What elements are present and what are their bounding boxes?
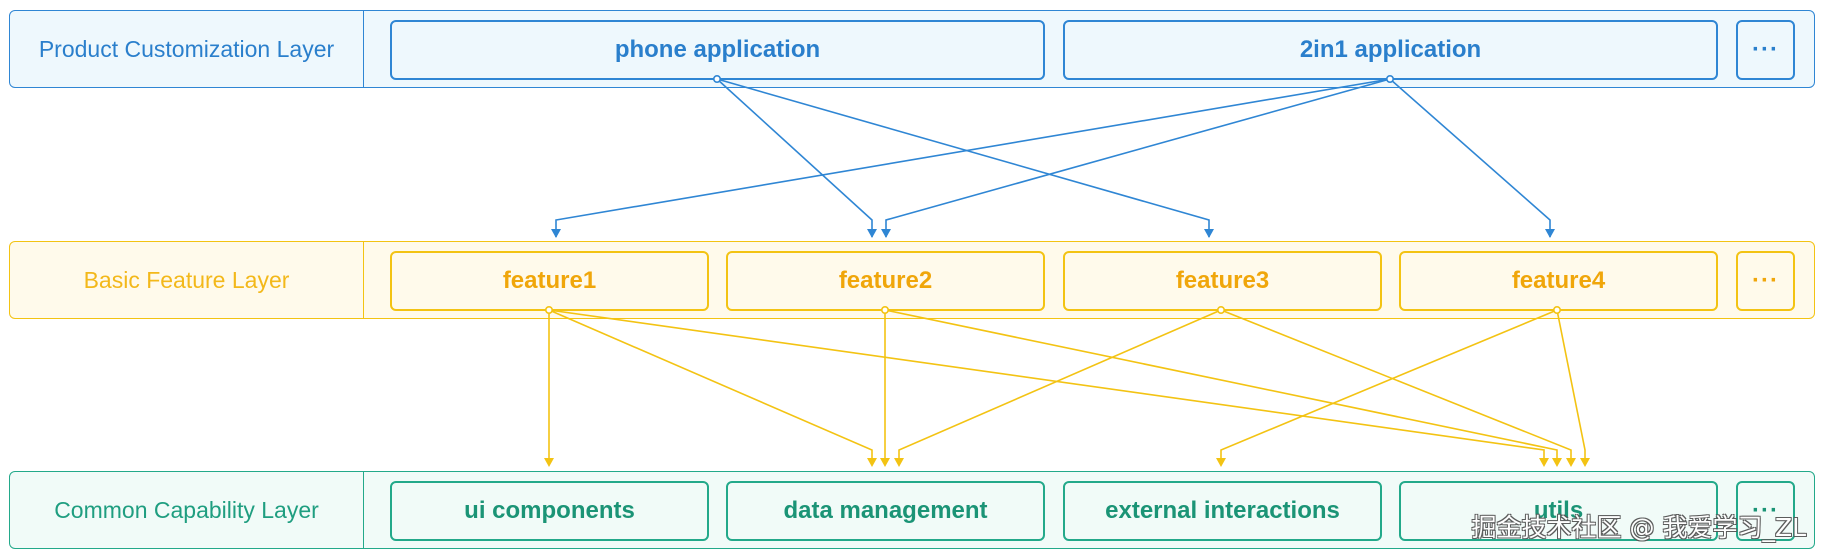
2in1-application-box[interactable]: 2in1 application <box>1063 20 1718 80</box>
feature-layer-label: Basic Feature Layer <box>10 242 364 318</box>
ui-components-box[interactable]: ui components <box>390 481 709 541</box>
edge-2in1-to-feature4 <box>1389 78 1551 237</box>
feature3-box[interactable]: feature3 <box>1063 251 1382 311</box>
edge-feature4-to-utils <box>1556 309 1586 460</box>
edge-2in1-to-feature1 <box>555 78 1391 237</box>
feature1-box[interactable]: feature1 <box>390 251 709 311</box>
feature2-box[interactable]: feature2 <box>726 251 1045 311</box>
arrowhead-feature3-a <box>1204 229 1214 238</box>
common-capability-layer: Common Capability Layer ui components da… <box>9 471 1815 549</box>
product-layer-label: Product Customization Layer <box>10 11 364 87</box>
common-layer-label: Common Capability Layer <box>10 472 364 548</box>
edge-feature3-to-data-management <box>898 309 1222 460</box>
edge-feature4-to-external-interactions <box>1220 309 1558 460</box>
arrowhead-data-management-c <box>894 458 904 467</box>
watermark: 掘金技术社区 @ 我爱学习_ZL <box>1471 513 1806 542</box>
edge-feature3-to-utils <box>1220 309 1572 460</box>
arrowhead-utils-a <box>1539 458 1549 467</box>
arrowhead-utils-b <box>1552 458 1562 467</box>
feature4-box[interactable]: feature4 <box>1399 251 1718 311</box>
common-more-box[interactable]: ··· <box>1736 481 1795 541</box>
external-interactions-box[interactable]: external interactions <box>1063 481 1382 541</box>
phone-application-box[interactable]: phone application <box>390 20 1045 80</box>
arrowhead-utils-c <box>1566 458 1576 467</box>
arrowhead-feature4-a <box>1545 229 1555 238</box>
edge-feature1-to-utils <box>548 309 1545 460</box>
arrowhead-feature2-b <box>881 229 891 238</box>
arrowhead-feature2-a <box>867 229 877 238</box>
edge-phone-to-feature3 <box>716 78 1210 237</box>
arrowhead-utils-d <box>1580 458 1590 467</box>
basic-feature-layer: Basic Feature Layer feature1 feature2 fe… <box>9 241 1815 319</box>
arrowhead-ui-components <box>544 458 554 467</box>
arrowhead-feature1-a <box>551 229 561 238</box>
edge-phone-to-feature2 <box>716 78 873 237</box>
feature-more-box[interactable]: ··· <box>1736 251 1795 311</box>
arrowhead-data-management-b <box>880 458 890 467</box>
utils-box[interactable]: utils <box>1399 481 1718 541</box>
edge-2in1-to-feature2 <box>885 78 1391 237</box>
arrowhead-external-interactions <box>1216 458 1226 467</box>
edge-feature2-to-utils <box>884 309 1558 460</box>
product-more-box[interactable]: ··· <box>1736 20 1795 80</box>
product-customization-layer: Product Customization Layer phone applic… <box>9 10 1815 88</box>
arrowhead-data-management-a <box>867 458 877 467</box>
data-management-box[interactable]: data management <box>726 481 1045 541</box>
edge-feature1-to-data-management <box>548 309 873 460</box>
